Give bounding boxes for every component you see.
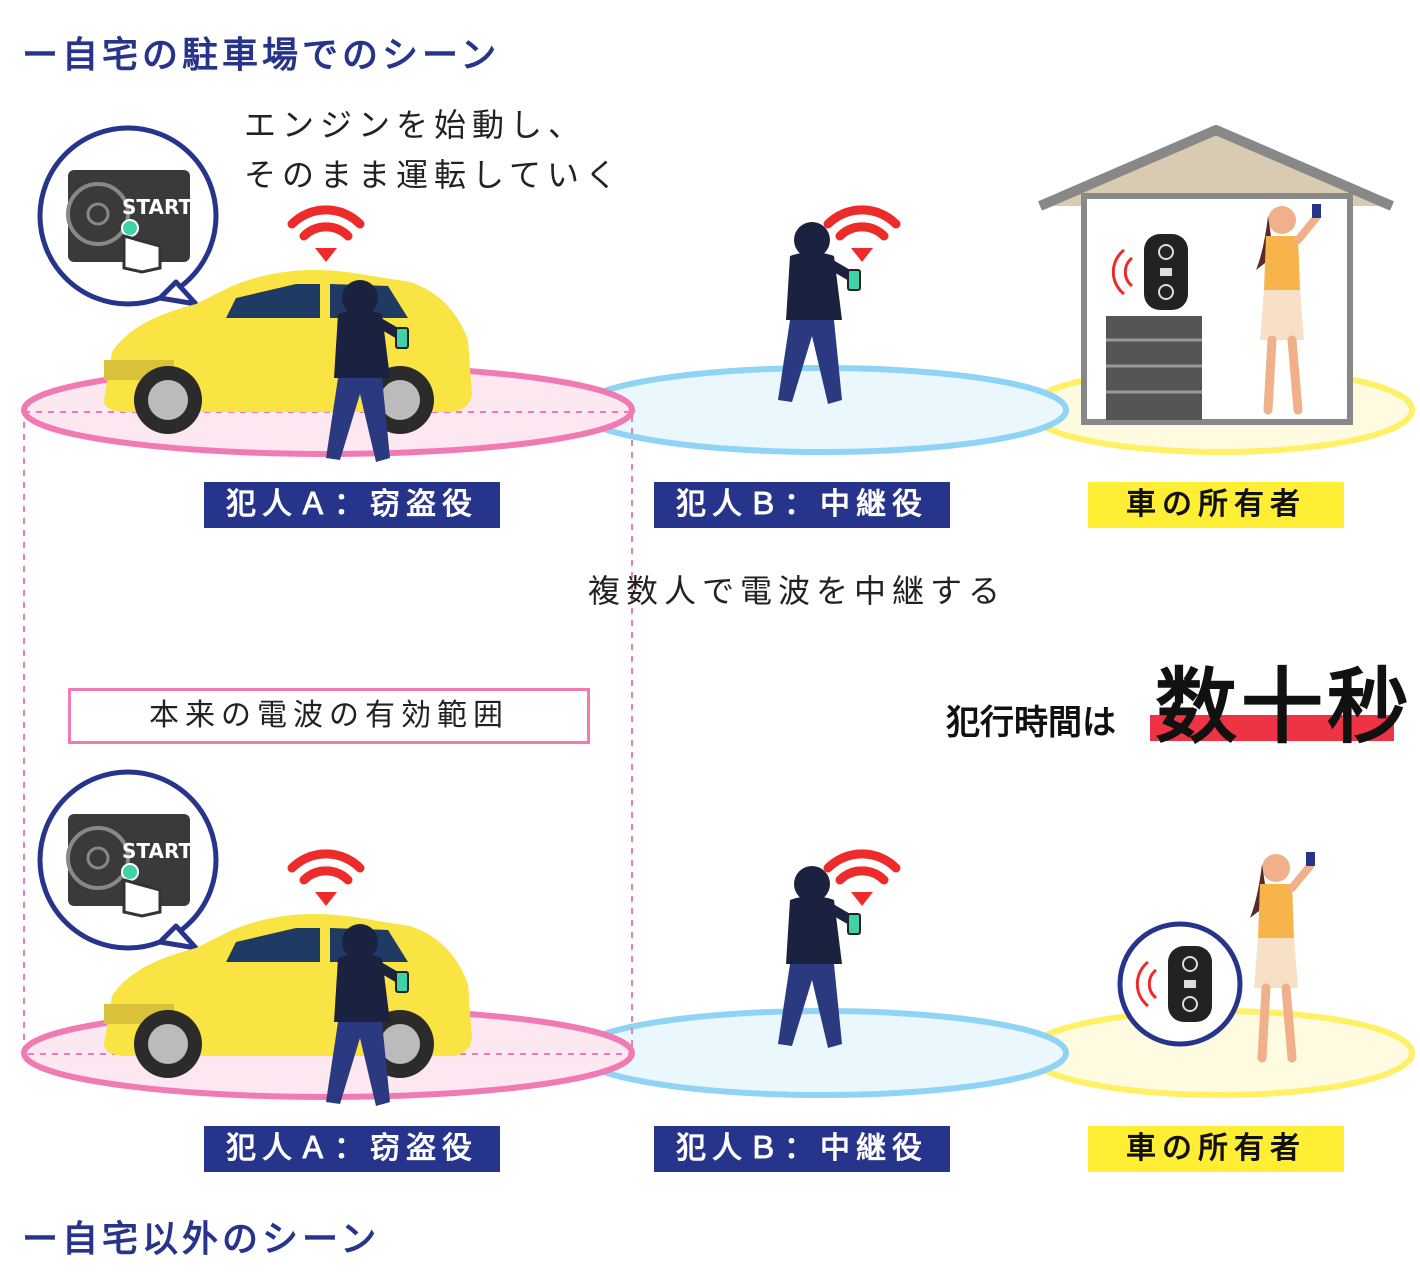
- signal-icon: [828, 854, 896, 906]
- heading-home: ー自宅の駐車場でのシーン: [22, 35, 501, 76]
- start-button-text: START: [122, 839, 192, 863]
- label-thief-b: 犯人Ｂ：中継役: [654, 482, 950, 528]
- heading-outside: ー自宅以外のシーン: [22, 1219, 381, 1260]
- caption-relay: 複数人で電波を中継する: [588, 572, 1007, 610]
- label-thief-a: 犯人Ａ：窃盗役: [204, 482, 500, 528]
- signal-icon: [292, 210, 360, 262]
- caption-engine-start: エンジンを始動し、 そのまま運転していく: [244, 106, 624, 194]
- signal-icon: [828, 210, 896, 262]
- crime-time-value: 数十秒: [1155, 660, 1414, 755]
- crime-time-label: 犯行時間は: [946, 703, 1116, 743]
- signal-icon: [292, 854, 360, 906]
- relay-range-ring-bottom: [575, 1008, 1069, 1098]
- label-thief-a: 犯人Ａ：窃盗役: [204, 1126, 500, 1172]
- label-thief-b: 犯人Ｂ：中継役: [654, 1126, 950, 1172]
- range-box: 本来の電波の有効範囲: [68, 688, 590, 744]
- label-owner: 車の所有者: [1088, 482, 1344, 528]
- relay-range-ring-top: [575, 365, 1069, 455]
- house-icon: [1038, 125, 1394, 425]
- label-owner: 車の所有者: [1088, 1126, 1344, 1172]
- crime-time-highlight: [1150, 715, 1394, 741]
- start-button-text: START: [122, 195, 192, 219]
